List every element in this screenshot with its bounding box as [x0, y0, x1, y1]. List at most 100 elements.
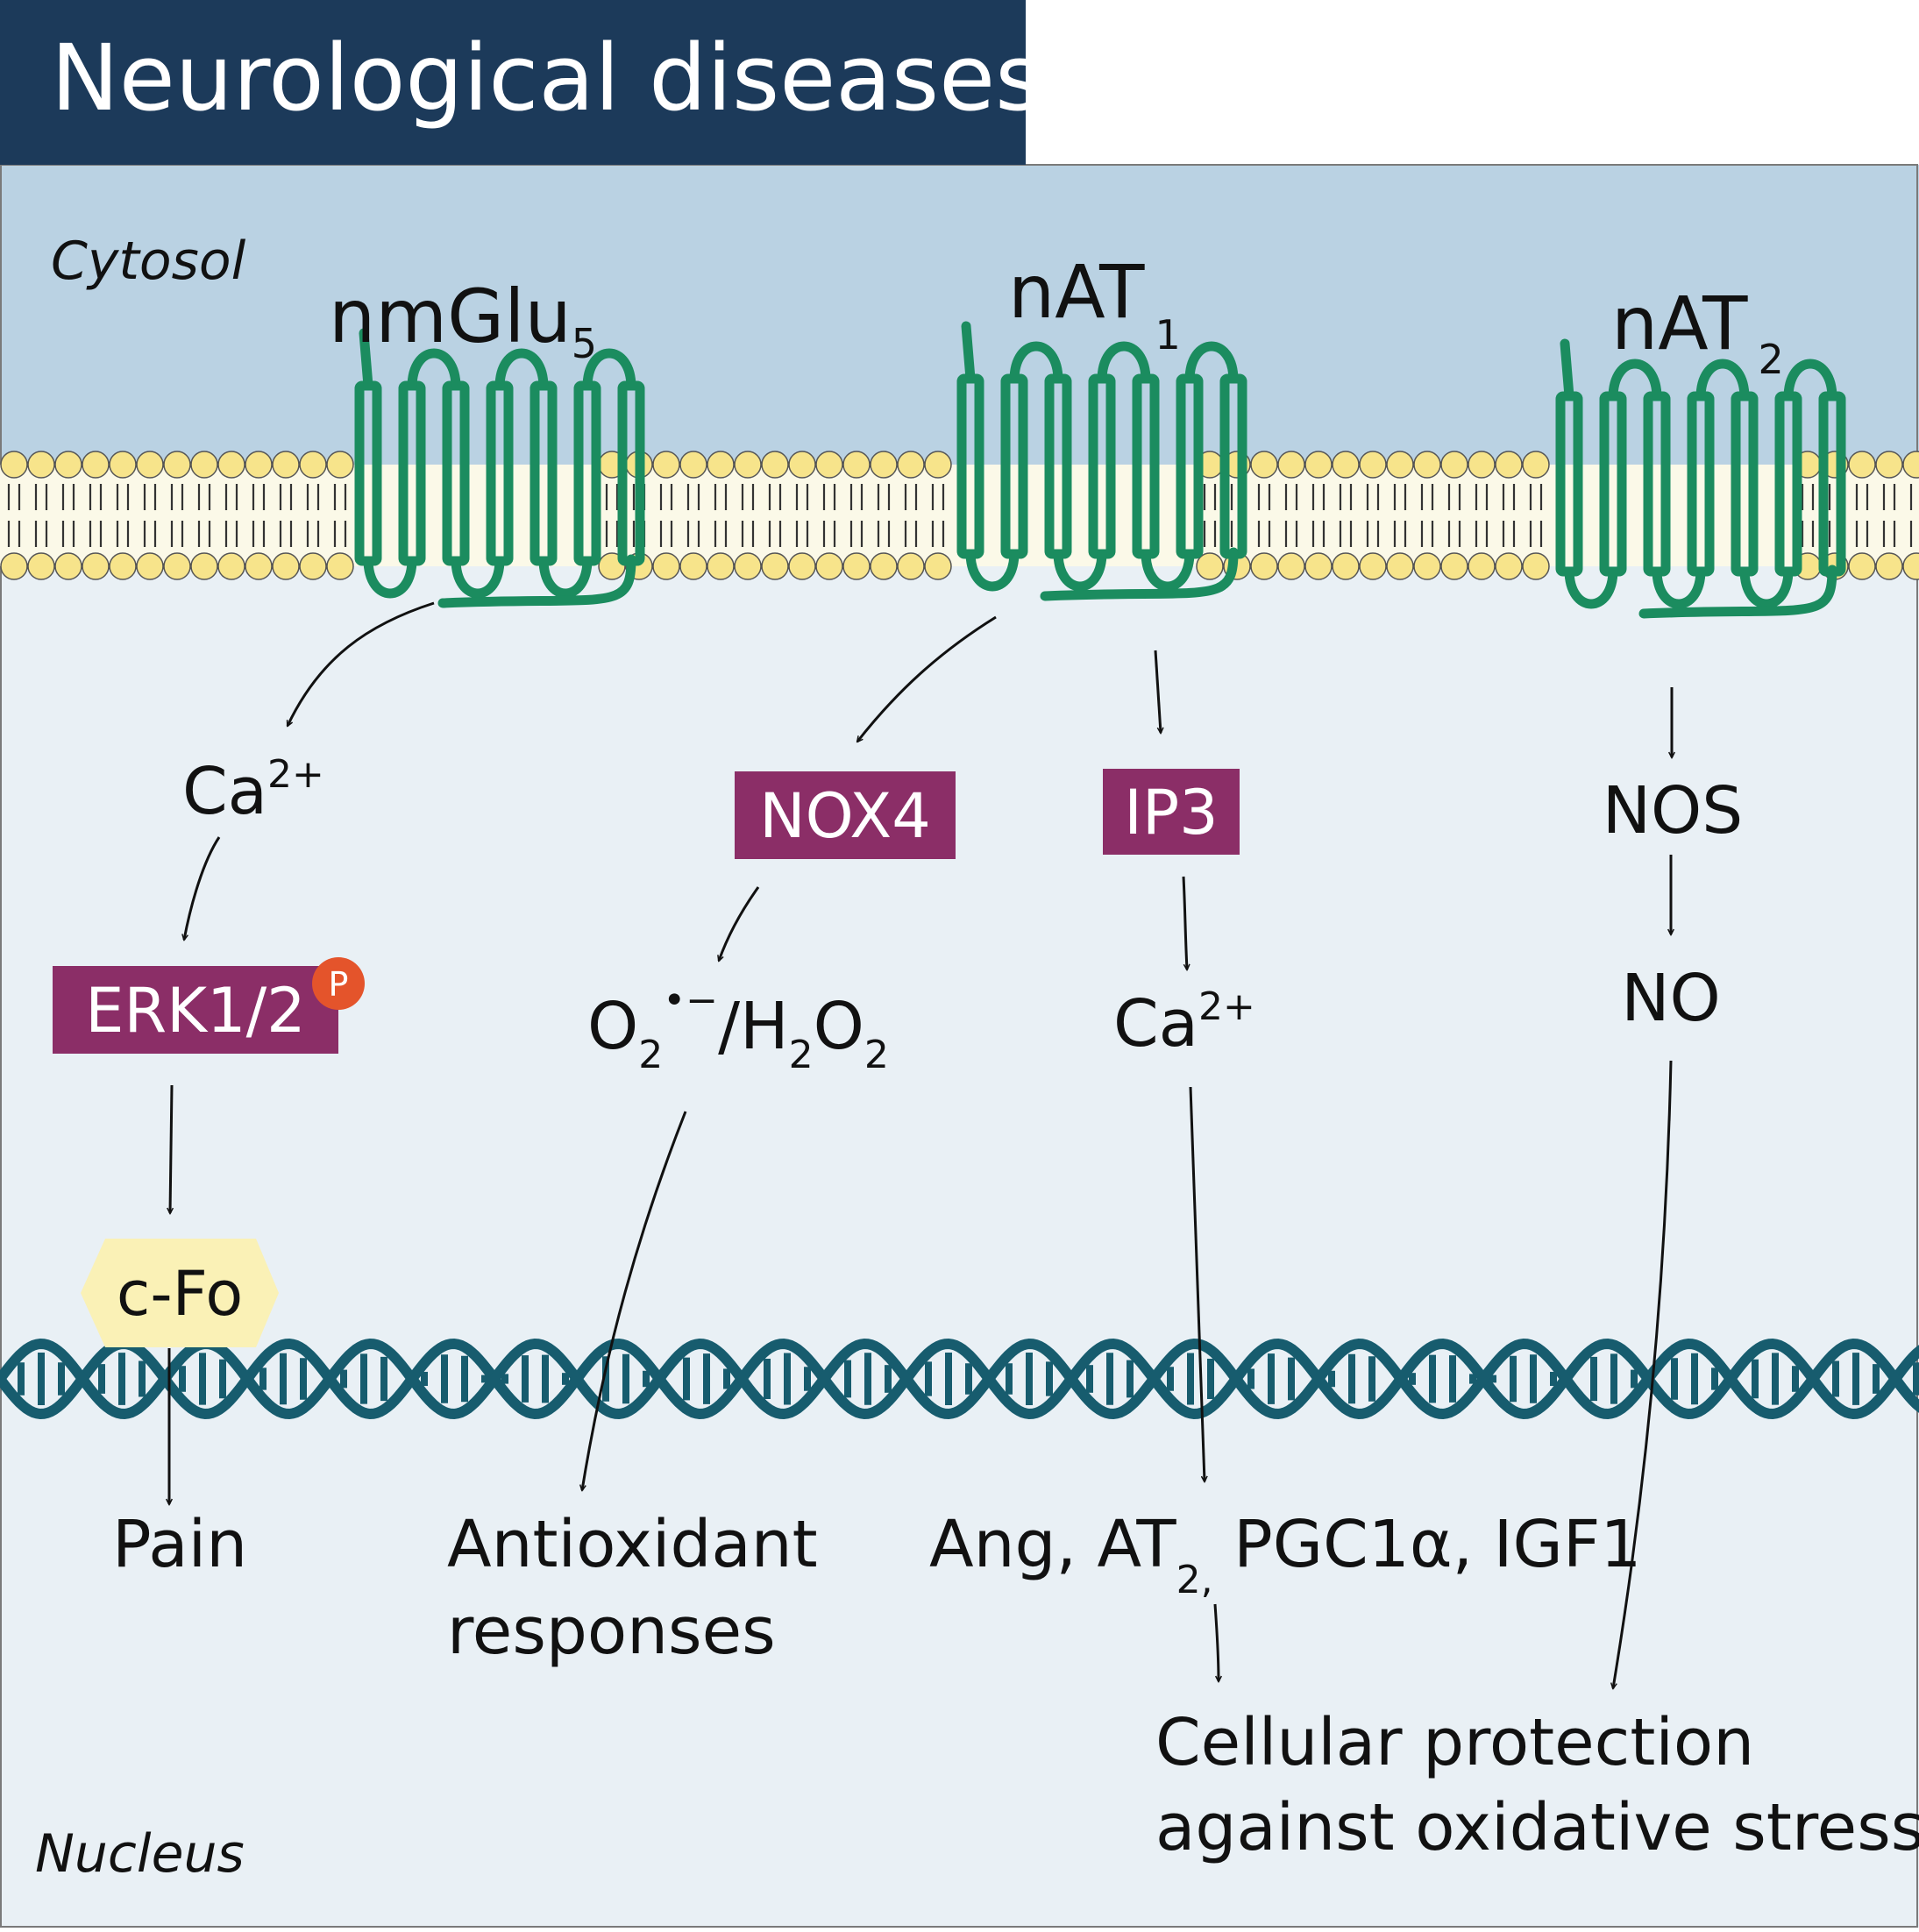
lipid-tail: [1393, 521, 1407, 547]
lipid-head: [54, 451, 82, 479]
no-label: NO: [1621, 961, 1721, 1036]
erk-label: ERK1/2: [85, 975, 305, 1047]
lipid-head: [815, 552, 843, 580]
lipid-head: [1386, 451, 1414, 479]
receptor-loop: [363, 558, 417, 599]
lipid-tail: [116, 521, 130, 547]
lipid-head: [1250, 552, 1278, 580]
receptor-loop: [1652, 569, 1706, 609]
lipid-tail: [904, 521, 918, 547]
lipid-head: [734, 451, 762, 479]
lipid-tail: [1801, 484, 1815, 510]
lipid-tail: [686, 484, 700, 510]
lipid-tail: [1529, 484, 1543, 510]
lipid-head: [217, 552, 245, 580]
arrow-ca-to-erk: [184, 836, 221, 940]
lipid-tail: [7, 484, 21, 510]
title-bar: [0, 0, 1026, 165]
lipid-tail: [659, 484, 673, 510]
lipid-tail: [170, 521, 184, 547]
phospho-label: P: [329, 965, 349, 1004]
lipid-head: [707, 451, 735, 479]
lipid-head: [788, 552, 816, 580]
lipid-head: [82, 552, 110, 580]
lipid-head: [1359, 552, 1387, 580]
lipid-tail: [1855, 484, 1869, 510]
lipid-head: [870, 552, 898, 580]
lipid-head: [1468, 552, 1496, 580]
lipid-head: [1522, 451, 1550, 479]
lipid-tail: [605, 521, 619, 547]
lipid-tail: [1447, 484, 1461, 510]
receptor-c-terminus: [437, 554, 636, 608]
lipid-head: [245, 552, 273, 580]
lipid-tail: [1393, 484, 1407, 510]
arrows-layer: [169, 601, 1672, 1688]
lipid-tail: [768, 484, 782, 510]
lipid-head: [109, 552, 137, 580]
lipid-tail: [1909, 484, 1913, 510]
lipid-tail: [1366, 484, 1380, 510]
phospho-badge-icon: [312, 957, 365, 1010]
receptor-loop: [1564, 569, 1618, 609]
arrow-erk-to-cfos: [170, 1084, 172, 1213]
lipid-tail: [1257, 521, 1271, 547]
lipid-head: [897, 451, 925, 479]
lipid-tail: [1801, 521, 1815, 547]
lipid-head: [788, 451, 816, 479]
lipid-tail: [1475, 521, 1489, 547]
lipid-head: [1902, 451, 1919, 479]
lipid-tail: [252, 484, 266, 510]
at2-receptor-icon: [1555, 338, 1846, 619]
lipid-head: [1875, 451, 1903, 479]
lipid-tail: [252, 521, 266, 547]
lipid-tail: [1420, 484, 1434, 510]
lipid-head: [163, 451, 191, 479]
lipid-tail: [931, 484, 945, 510]
lipid-tail: [279, 484, 293, 510]
receptor-loop: [1141, 551, 1195, 592]
mglu5-receptor-icon: [354, 328, 645, 608]
lipid-head: [924, 451, 952, 479]
lipid-head: [54, 552, 82, 580]
lipid-tail: [1257, 484, 1271, 510]
receptor-loop: [1009, 341, 1063, 381]
lipid-head: [0, 552, 28, 580]
lipid-tail: [143, 521, 157, 547]
lipid-head: [1495, 552, 1523, 580]
arrow-nox4-to-ros: [719, 886, 760, 961]
lipid-tail: [170, 484, 184, 510]
lipid-head: [299, 552, 327, 580]
lipid-head: [326, 451, 354, 479]
lipid-tail: [795, 484, 809, 510]
receptor-n-terminus: [961, 321, 976, 384]
lipid-tail: [714, 521, 728, 547]
dna-strand: [0, 1338, 1919, 1420]
lipid-tail: [224, 521, 238, 547]
lipid-head: [272, 451, 300, 479]
lipid-head: [27, 552, 55, 580]
lipid-tail: [849, 484, 864, 510]
lipid-head: [217, 451, 245, 479]
lipid-head: [1304, 552, 1333, 580]
antioxidant-label-line1: Antioxidant: [447, 1507, 818, 1582]
lipid-tail: [605, 484, 619, 510]
nos-label: NOS: [1603, 773, 1744, 849]
lipid-head: [1413, 552, 1441, 580]
cfos-hexagon: [81, 1239, 279, 1347]
lipid-tail: [768, 521, 782, 547]
lipid-tail: [1882, 484, 1896, 510]
nucleus-region: [0, 480, 1919, 1928]
receptor-loop: [538, 558, 593, 599]
arrow-at1-to-nox4: [857, 615, 997, 742]
nucleus-label: Nucleus: [35, 1823, 245, 1885]
arrow-at1-to-ip3: [1154, 650, 1161, 733]
lipid-tail: [822, 521, 836, 547]
lipid-tail: [877, 521, 891, 547]
lipid-head: [272, 552, 300, 580]
lipid-head: [190, 552, 218, 580]
lipid-tail: [1502, 484, 1516, 510]
lipid-head: [326, 552, 354, 580]
lipid-head: [679, 552, 707, 580]
lipid-head: [163, 552, 191, 580]
